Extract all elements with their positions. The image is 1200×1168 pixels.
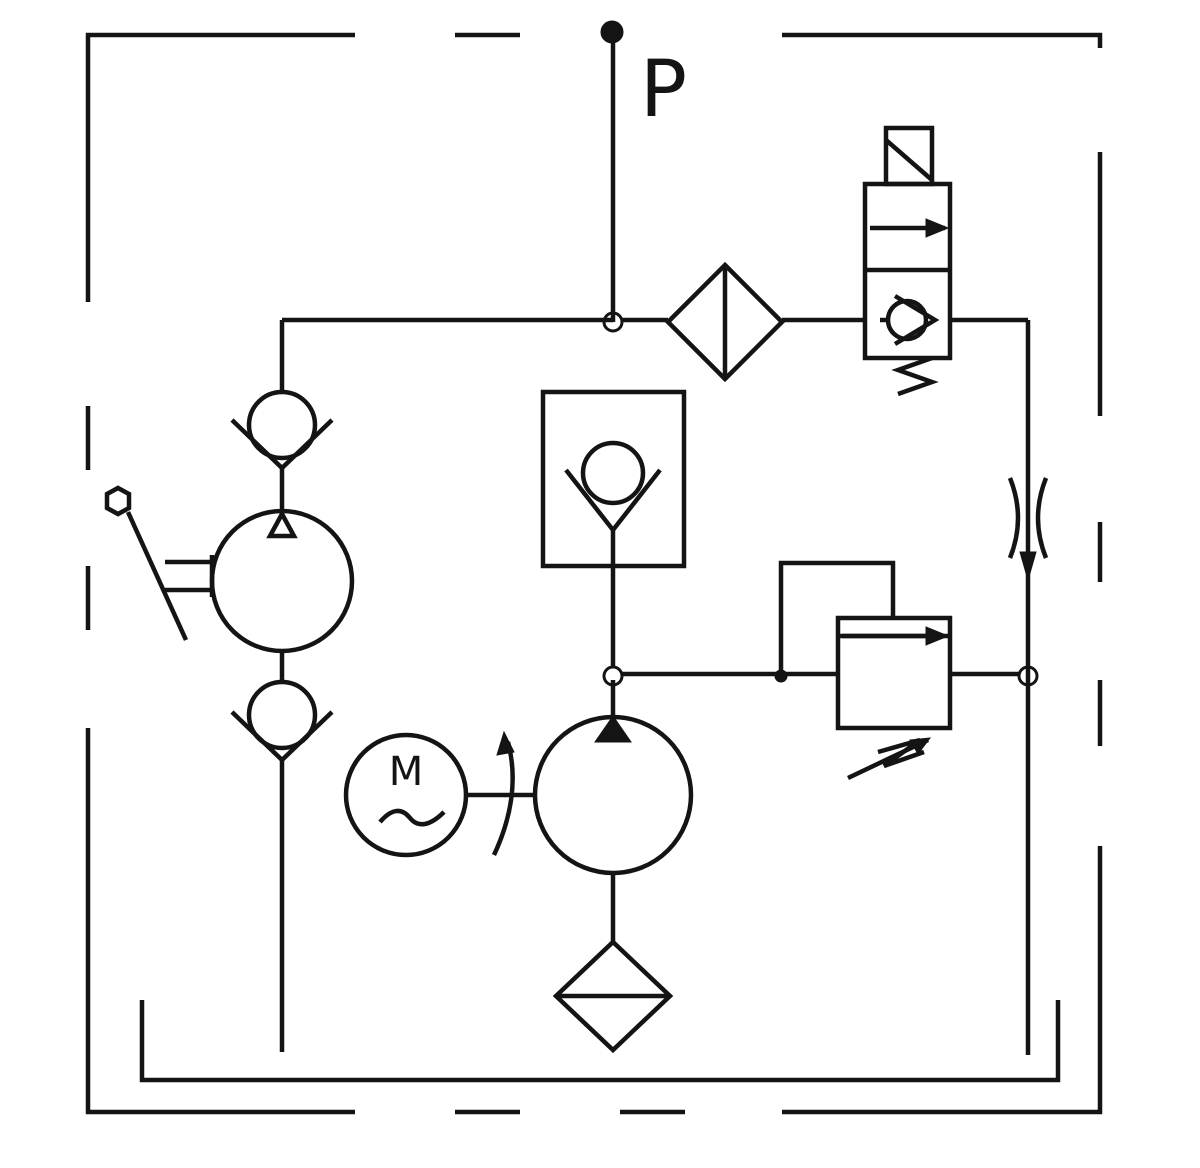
enclosure-boundary (85, 32, 1103, 1115)
relief-valve (778, 560, 953, 781)
pressure-filter (664, 261, 786, 383)
center-check-valve (540, 389, 687, 668)
hand-pump (104, 389, 355, 1052)
check-ball-icon (246, 389, 318, 461)
reservoir-line (139, 1000, 1061, 1083)
throttle-valve (1007, 477, 1049, 582)
hand-lever-icon (125, 511, 189, 641)
electric-motor: M (343, 730, 535, 858)
ac-wave-icon (378, 808, 446, 827)
pump-triangle-icon (266, 509, 298, 539)
lever-knob-icon (104, 485, 132, 517)
check-ball-icon (246, 679, 318, 751)
solenoid-valve (862, 125, 953, 397)
motor-label: M (389, 749, 424, 795)
main-pump (532, 680, 694, 942)
port-dot (600, 20, 624, 44)
pressure-port: P (600, 20, 687, 322)
rotation-arrow-icon (491, 741, 515, 856)
spring-icon (891, 355, 939, 397)
check-ball-icon (580, 440, 646, 506)
pump-triangle-icon (594, 715, 632, 743)
pressure-port-label: P (640, 45, 687, 135)
suction-filter (552, 938, 674, 1054)
check-ball-icon (885, 298, 929, 342)
